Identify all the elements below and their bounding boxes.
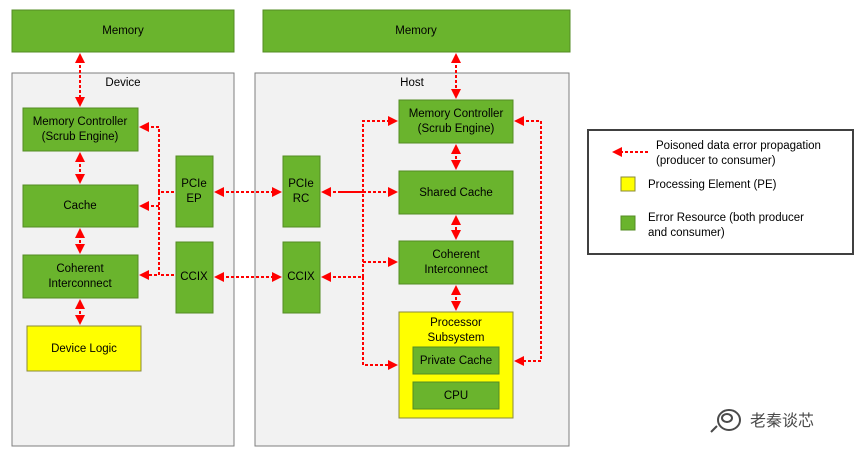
- host-pcie-rc-line1: PCIe: [288, 178, 314, 190]
- device-logic-block: [26, 325, 142, 372]
- host-pcie-rc-line2: RC: [293, 193, 310, 205]
- host-cpu-block: [412, 381, 500, 410]
- device-coherent-interconnect-block: [22, 254, 139, 299]
- arrow-host-controller-to-processor-loop: [514, 116, 542, 366]
- host-cpu-label: CPU: [444, 390, 468, 402]
- host-memory-controller-line2: (Scrub Engine): [418, 123, 495, 135]
- host-coherent-interconnect-line2: Interconnect: [424, 264, 488, 276]
- host-ccix-label: CCIX: [287, 271, 315, 283]
- host-title: Host: [400, 77, 424, 89]
- device-ccix-block: [175, 241, 214, 314]
- device-title: Device: [105, 77, 140, 89]
- device-memory-controller-line2: (Scrub Engine): [42, 131, 119, 143]
- device-pcie-ep-block: [175, 155, 214, 228]
- host-memory-block: [262, 9, 571, 53]
- host-processor-subsystem-line2: Subsystem: [428, 332, 485, 344]
- host-memory-controller-block: [398, 99, 514, 144]
- legend-pe-label: Processing Element (PE): [648, 179, 777, 191]
- device-cache-block: [22, 184, 139, 228]
- host-pcie-rc-block: [282, 155, 321, 228]
- watermark-text: 老秦谈芯: [750, 411, 814, 430]
- device-ccix-label: CCIX: [180, 271, 208, 283]
- host-shared-cache-block: [398, 170, 514, 215]
- host-private-cache-block: [412, 346, 500, 375]
- host-memory-controller-line1: Memory Controller: [409, 108, 504, 120]
- watermark-logo: [710, 409, 741, 433]
- device-memory-controller-line1: Memory Controller: [33, 116, 128, 128]
- legend-er-line1: Error Resource (both producer: [648, 212, 804, 224]
- host-ccix-block: [282, 241, 321, 314]
- legend-box: [587, 129, 854, 255]
- legend-er-line2: and consumer): [648, 227, 725, 239]
- arrow-device-bus-to-interconnect: [139, 191, 174, 280]
- host-coherent-interconnect-line1: Coherent: [432, 249, 480, 261]
- device-memory-label: Memory: [102, 25, 144, 37]
- device-coherent-interconnect-line1: Coherent: [56, 263, 104, 275]
- device-cache-label: Cache: [63, 200, 96, 212]
- arrow-host-bus-to-processor: [362, 277, 398, 370]
- legend-pe-swatch: [620, 176, 636, 192]
- host-processor-subsystem-line1: Processor: [430, 317, 482, 329]
- device-memory-block: [11, 9, 235, 53]
- legend-arrow-line1: Poisoned data error propagation: [656, 140, 821, 152]
- host-coherent-interconnect-block: [398, 240, 514, 285]
- device-pcie-ep-line1: PCIe: [181, 178, 207, 190]
- device-logic-label: Device Logic: [51, 343, 117, 355]
- legend-er-swatch: [620, 215, 636, 231]
- device-coherent-interconnect-line2: Interconnect: [48, 278, 112, 290]
- host-shared-cache-label: Shared Cache: [419, 187, 493, 199]
- legend-arrow-line2: (producer to consumer): [656, 155, 776, 167]
- device-memory-controller-block: [22, 107, 139, 152]
- device-pcie-ep-line2: EP: [186, 193, 202, 205]
- arrow-host-bus-to-controller: [321, 116, 398, 282]
- host-memory-label: Memory: [395, 25, 437, 37]
- host-private-cache-label: Private Cache: [420, 355, 492, 367]
